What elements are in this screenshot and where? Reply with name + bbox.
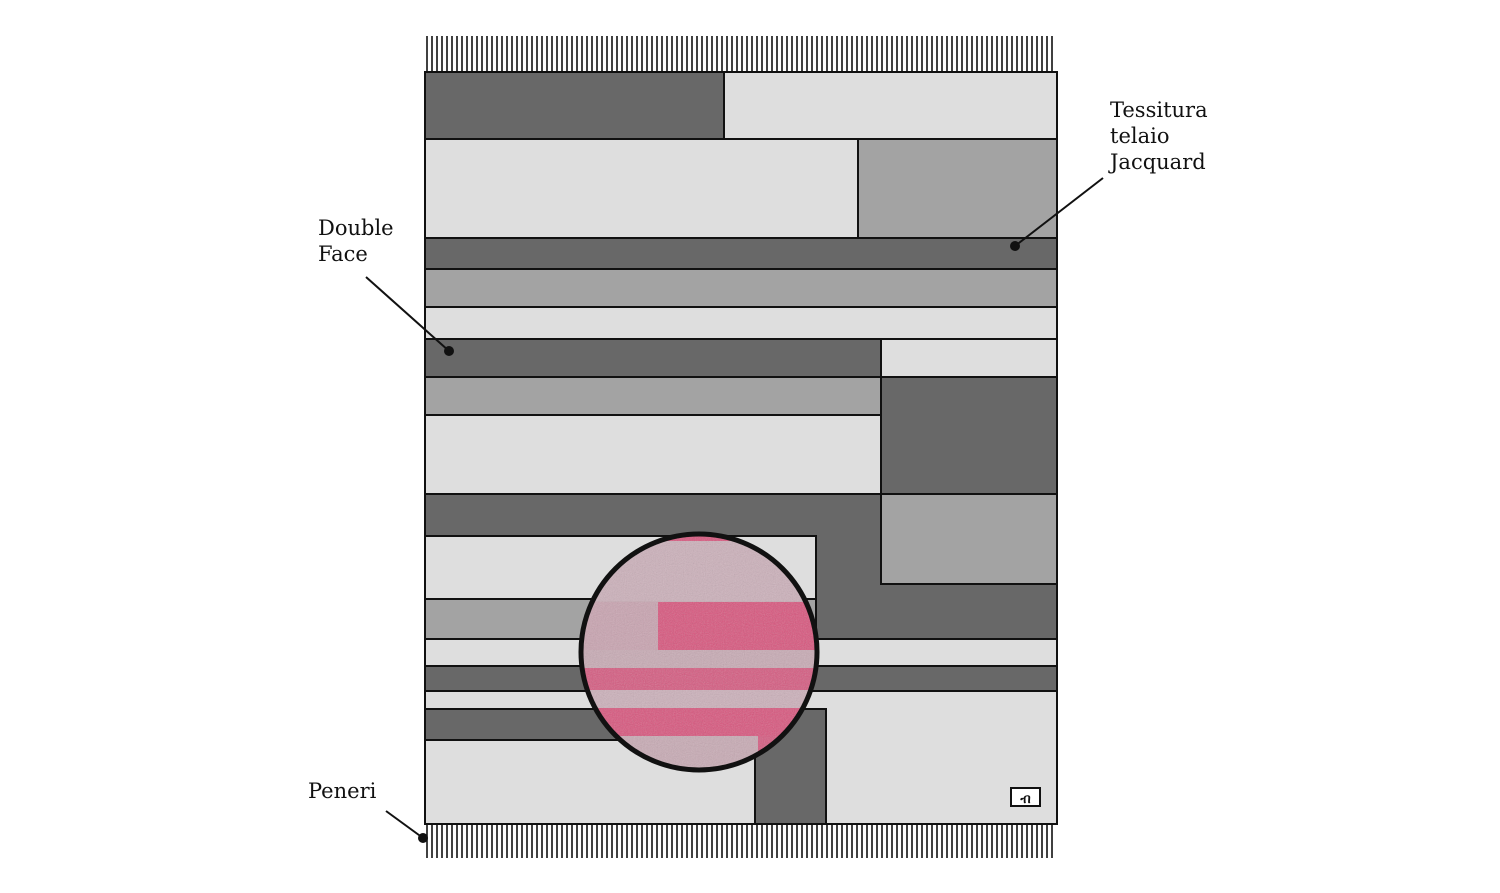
fabric-lens [578, 531, 820, 773]
block-light-wide [424, 138, 859, 239]
stripe-medium-1 [424, 268, 1058, 308]
block-medium-right-4 [880, 493, 1058, 585]
blanket-outline [424, 71, 1058, 825]
lens-texture [581, 534, 817, 770]
label-peneri: Peneri [308, 779, 377, 803]
leader-double-face [365, 276, 450, 352]
stripe-dark-1 [424, 237, 1058, 270]
label-jacquard-weaving: Tessitura telaio Jacquard [1110, 98, 1208, 174]
block-light-right-2 [880, 338, 1058, 378]
leader-jacquard [1014, 177, 1104, 247]
block-dark-right-3 [880, 376, 1058, 495]
stripe-dark-2 [424, 338, 882, 378]
block-light-3 [424, 414, 882, 495]
brand-mark-glyph: ብ [1019, 792, 1030, 807]
block-light-top-right [723, 71, 1058, 140]
fringe-bottom [426, 824, 1053, 858]
leader-peneri [385, 810, 424, 839]
label-double-face: Double Face [318, 216, 394, 266]
leader-peneri-dot [418, 833, 428, 843]
block-dark-top-left [424, 71, 725, 140]
callout-leaders [365, 177, 1104, 843]
fringe-top [426, 36, 1053, 72]
stripe-medium-2 [424, 376, 882, 416]
block-medium-right [857, 138, 1058, 239]
leader-double-face-dot [444, 346, 454, 356]
leader-jacquard-dot [1010, 241, 1020, 251]
lens-outline [578, 531, 820, 773]
brand-mark-icon: ብ [1010, 787, 1041, 807]
stripe-light-1 [424, 306, 1058, 340]
